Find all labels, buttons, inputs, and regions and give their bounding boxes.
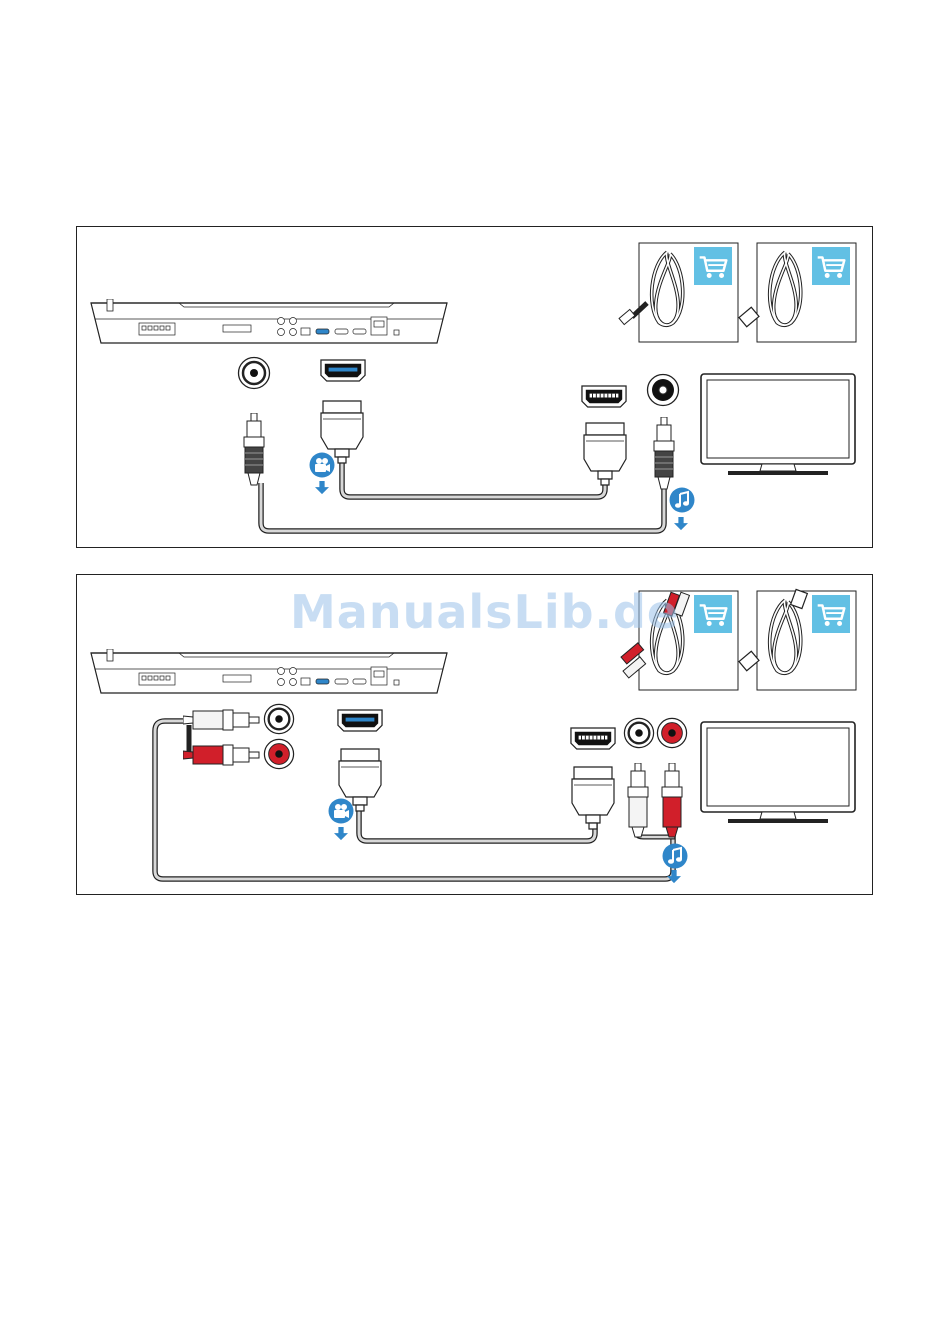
hdmi-plug-right <box>584 423 626 485</box>
tv-icon <box>701 722 855 823</box>
watermark: ManualsLib.de <box>290 585 670 639</box>
audio-out-left-socket <box>264 704 293 733</box>
shopping-cart-icon <box>694 595 732 633</box>
tv-coaxial-socket <box>648 375 679 406</box>
hdmi-out-socket <box>321 360 365 381</box>
coaxial-hdmi-connection-panel <box>76 226 873 548</box>
down-arrow-icon <box>315 481 329 494</box>
down-arrow-icon <box>334 827 348 840</box>
rear-panel-unit <box>91 299 447 343</box>
down-arrow-icon <box>674 517 688 530</box>
tv-hdmi-in-socket <box>582 386 626 407</box>
tv-hdmi-in-socket <box>571 728 615 749</box>
shopping-cart-icon <box>694 247 732 285</box>
coaxial-plug-right <box>654 417 674 489</box>
coaxial-connection-diagram <box>77 227 874 549</box>
red-audio-plug-right <box>662 763 682 837</box>
video-icon <box>310 453 335 478</box>
shopping-cart-icon <box>812 247 850 285</box>
white-audio-plug <box>183 710 259 730</box>
music-note-icon <box>663 844 688 869</box>
hdmi-plug-right <box>572 767 614 829</box>
shopping-cart-icon <box>812 595 850 633</box>
white-audio-plug-right <box>628 763 648 837</box>
music-note-icon <box>670 488 695 513</box>
tv-audio-in-right-socket <box>657 718 686 747</box>
coaxial-out-socket <box>239 358 270 389</box>
tv-icon <box>701 374 855 475</box>
video-icon <box>329 799 354 824</box>
coaxial-plug-left <box>244 413 264 485</box>
red-audio-plug <box>183 745 259 765</box>
rear-panel-unit <box>91 649 447 693</box>
hdmi-out-socket <box>338 710 382 731</box>
audio-out-right-socket <box>264 739 293 768</box>
tv-audio-in-left-socket <box>624 718 653 747</box>
